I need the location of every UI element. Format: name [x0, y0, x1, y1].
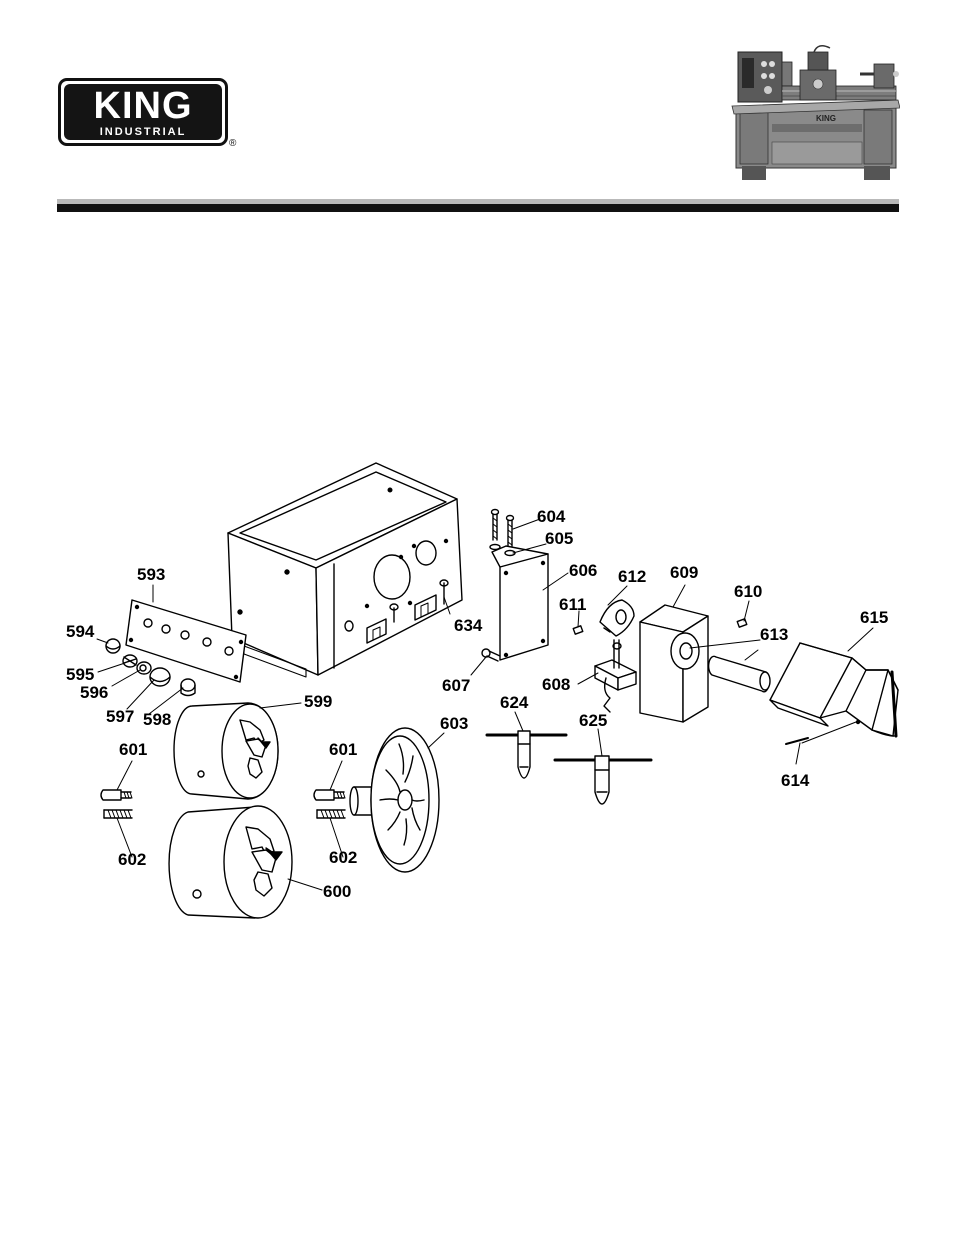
callout-600: 600: [323, 882, 351, 901]
callout-597: 597: [106, 707, 134, 726]
callout-594: 594: [66, 622, 95, 641]
callout-613: 613: [760, 625, 788, 644]
callout-615: 615: [860, 608, 888, 627]
t-wrench-624: [487, 731, 566, 778]
three-jaw-chuck-599: [174, 703, 278, 799]
callout-601-left: 601: [119, 740, 147, 759]
callout-596: 596: [80, 683, 108, 702]
cam-612: [600, 600, 634, 636]
switch-box-609: [640, 605, 708, 722]
microswitch-608: [595, 640, 636, 712]
pin-614: [786, 738, 808, 744]
callout-609: 609: [670, 563, 698, 582]
callout-610: 610: [734, 582, 762, 601]
four-jaw-chuck-600: [169, 806, 292, 918]
callout-601-right: 601: [329, 740, 357, 759]
callout-593: 593: [137, 565, 165, 584]
chuck-screws-right: [314, 790, 345, 818]
callout-598: 598: [143, 710, 171, 729]
cover-plate-606: [492, 546, 548, 660]
callout-611: 611: [559, 595, 586, 614]
callout-624: 624: [500, 693, 529, 712]
face-plate-603: [350, 728, 439, 872]
callout-606: 606: [569, 561, 597, 580]
callout-599: 599: [304, 692, 332, 711]
callout-604: 604: [537, 507, 566, 526]
lathe-stand-cabinet: [228, 463, 462, 677]
set-screw-610: [737, 619, 747, 627]
callout-625: 625: [579, 711, 607, 730]
callout-607: 607: [442, 676, 470, 695]
callout-605: 605: [545, 529, 573, 548]
foot-pedal-615: [770, 643, 898, 736]
callout-614: 614: [781, 771, 810, 790]
callout-602-left: 602: [118, 850, 146, 869]
callout-603: 603: [440, 714, 468, 733]
shaft-613: [709, 656, 770, 691]
t-wrench-625: [555, 756, 651, 804]
chuck-screws-left: [101, 790, 132, 818]
callout-602-right: 602: [329, 848, 357, 867]
bolts-604: [490, 510, 515, 556]
callout-608: 608: [542, 675, 570, 694]
callout-634: 634: [454, 616, 483, 635]
callout-595: 595: [66, 665, 94, 684]
callout-612: 612: [618, 567, 646, 586]
